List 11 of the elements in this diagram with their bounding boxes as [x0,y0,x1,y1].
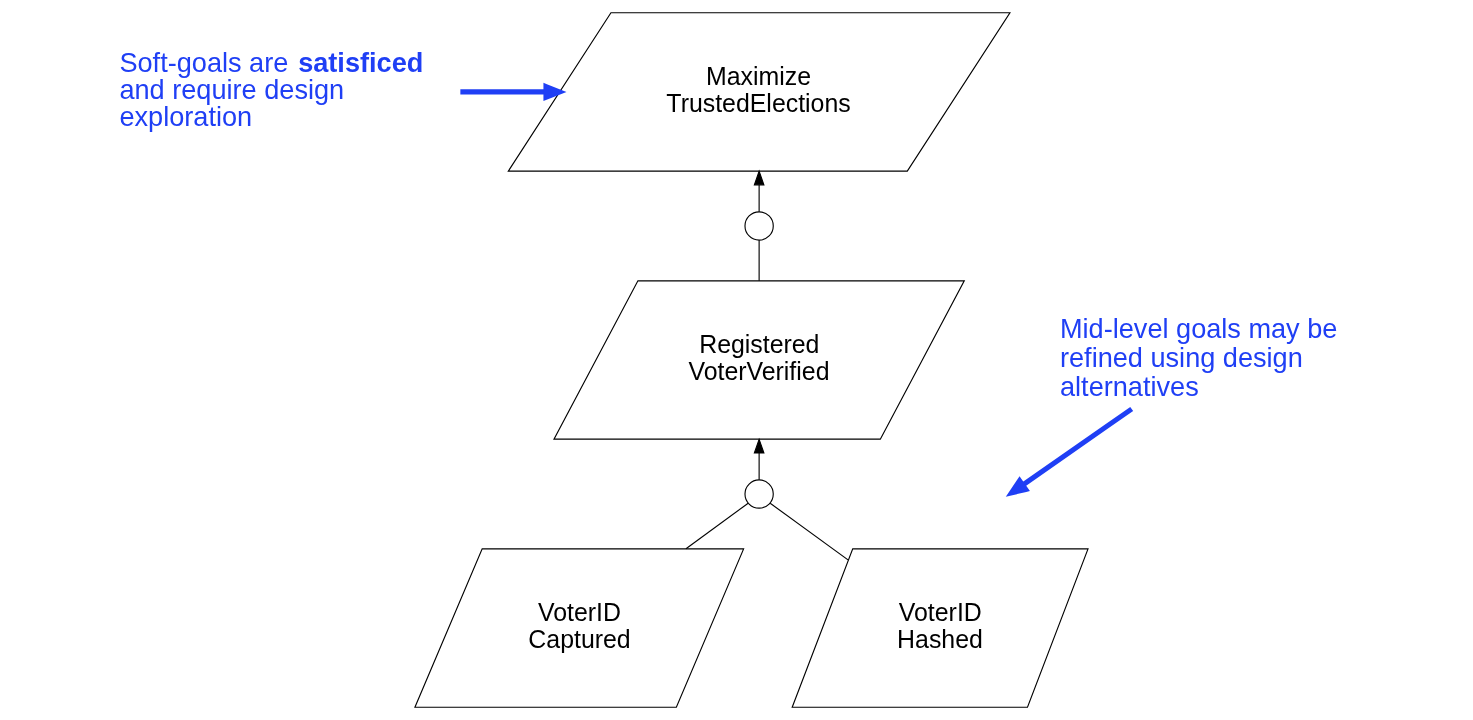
node-circle [744,479,774,509]
connector [758,239,760,282]
arrow [1005,406,1134,497]
connector [685,502,749,550]
arrow [753,169,765,213]
arrow [460,82,567,101]
arrow [753,437,765,481]
node-text: Mid-level goals may be refined using design alternatives [1060,312,1338,403]
node-text: Soft-goals are satisficed and require design exploration [119,46,424,133]
connector [769,502,849,561]
node-circle [744,211,774,241]
